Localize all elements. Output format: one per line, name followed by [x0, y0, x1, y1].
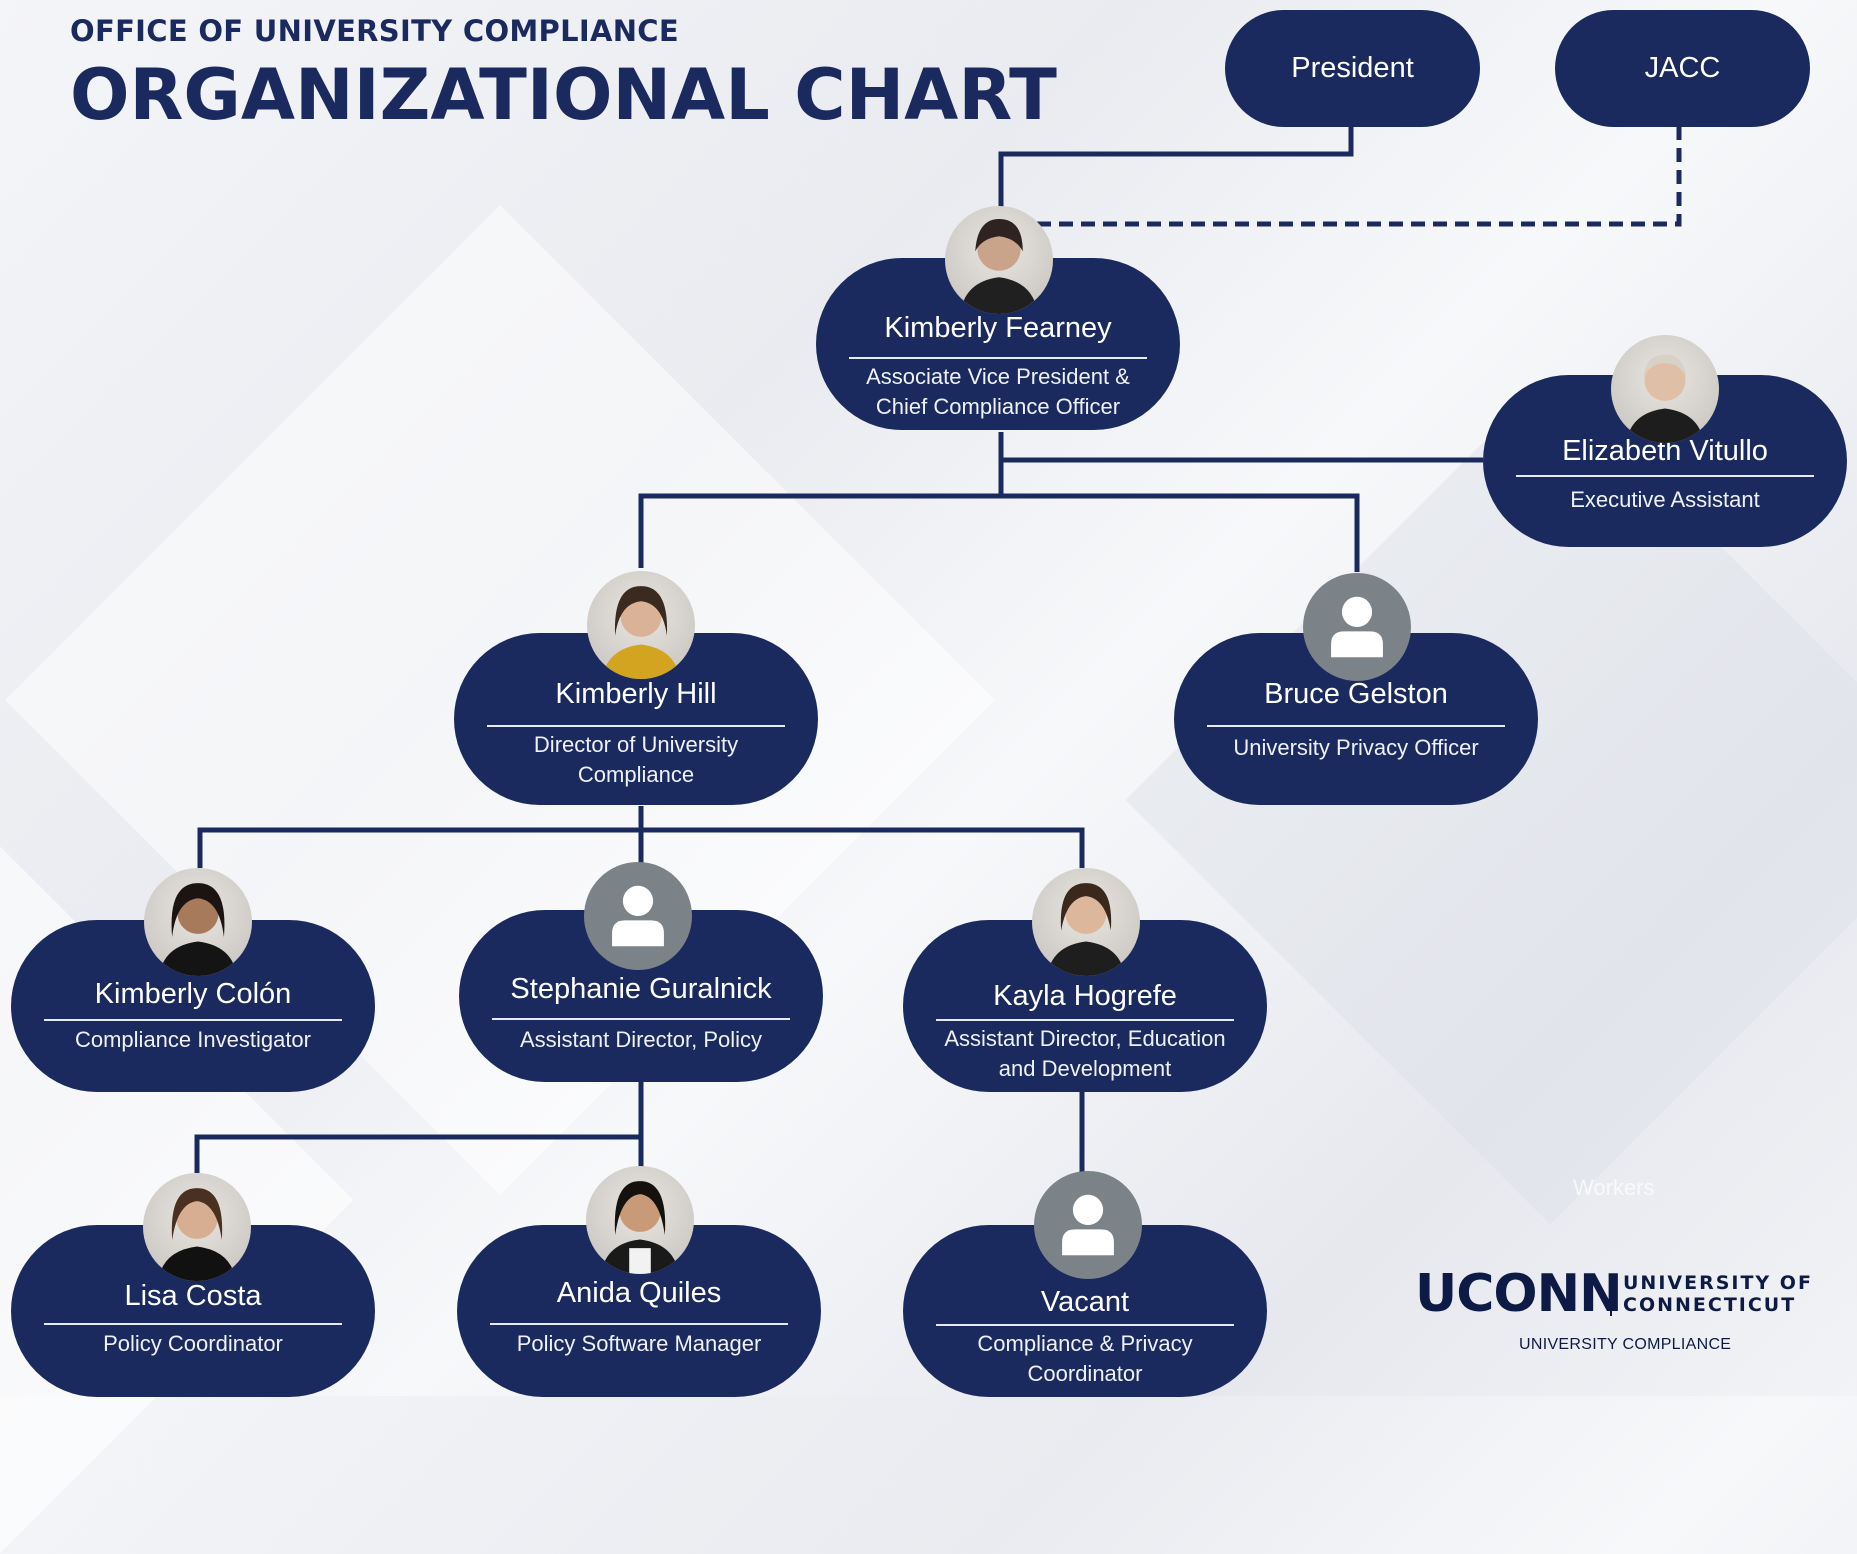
org-node-vitullo: Elizabeth Vitullo Executive Assistant — [1483, 375, 1847, 547]
person-role: Policy Coordinator — [103, 1331, 283, 1356]
avatar — [1032, 868, 1140, 976]
avatar — [587, 571, 695, 679]
person-role: Compliance Investigator — [74, 1027, 311, 1052]
name-divider — [490, 1323, 788, 1325]
avatar — [1303, 573, 1411, 681]
connector-fearney-vitullo — [998, 432, 1483, 463]
person-name: Kimberly Hill — [555, 678, 717, 710]
avatar — [584, 862, 692, 970]
person-name: Lisa Costa — [124, 1280, 262, 1312]
president-box: President — [1225, 10, 1480, 127]
avatar — [1611, 335, 1719, 443]
name-divider — [492, 1018, 790, 1020]
name-divider — [849, 357, 1147, 359]
person-placeholder-icon — [1062, 1194, 1114, 1256]
president-label: President — [1291, 52, 1414, 84]
name-divider — [487, 725, 785, 727]
org-node-fearney: Kimberly Fearney Associate Vice Presiden… — [816, 258, 1180, 430]
avatar — [1034, 1171, 1142, 1279]
connector-hill-reports — [197, 806, 1085, 868]
jacc-box: JACC — [1555, 10, 1810, 127]
person-role: Assistant Director, Policy — [519, 1027, 763, 1052]
person-name: Kayla Hogrefe — [993, 980, 1177, 1012]
person-role: Executive Assistant — [1570, 487, 1760, 512]
person-photo-icon — [1047, 883, 1125, 976]
person-name: Vacant — [1040, 1286, 1130, 1318]
person-role: Associate Vice President & Chief Complia… — [866, 364, 1130, 419]
logo-university-name: UNIVERSITY OF CONNECTICUT — [1623, 1272, 1813, 1316]
logo-subtitle: UNIVERSITY COMPLIANCE — [1519, 1336, 1732, 1353]
person-photo-icon — [159, 883, 237, 976]
person-role: Director of University Compliance — [533, 732, 739, 787]
page-title: ORGANIZATIONAL CHART — [70, 54, 1057, 136]
name-divider — [1516, 475, 1814, 477]
person-photo-icon — [158, 1188, 236, 1281]
person-name: Kimberly Fearney — [884, 312, 1112, 344]
name-divider — [936, 1019, 1234, 1021]
name-divider — [44, 1019, 342, 1021]
person-photo-icon — [1626, 354, 1704, 443]
person-placeholder-icon — [612, 885, 664, 947]
name-divider — [1207, 725, 1505, 727]
person-photo-icon — [602, 586, 680, 679]
watermark-text: Workers — [1573, 1175, 1655, 1200]
avatar — [945, 206, 1053, 314]
person-name: Bruce Gelston — [1264, 678, 1448, 710]
person-placeholder-icon — [1331, 596, 1383, 658]
person-photo-icon — [601, 1181, 679, 1274]
connector-fearney-reports — [638, 432, 1360, 572]
person-name: Stephanie Guralnick — [510, 973, 772, 1005]
person-role: Compliance & Privacy Coordinator — [977, 1331, 1193, 1386]
avatar — [586, 1166, 694, 1274]
person-name: Anida Quiles — [556, 1277, 722, 1309]
name-divider — [44, 1323, 342, 1325]
logo-divider — [1610, 1274, 1612, 1316]
avatar — [144, 868, 252, 976]
org-node-quiles: Anida Quiles Policy Software Manager — [457, 1225, 821, 1397]
person-role: Policy Software Manager — [516, 1331, 762, 1356]
connector-lines — [194, 126, 1682, 1173]
jacc-label: JACC — [1644, 52, 1721, 84]
person-role: University Privacy Officer — [1233, 735, 1479, 760]
person-role: Assistant Director, Education and Develo… — [944, 1026, 1226, 1081]
person-name: Kimberly Colón — [94, 978, 292, 1010]
connector-president-fearney — [998, 126, 1354, 215]
uconn-logo: UCONN UNIVERSITY OF CONNECTICUT UNIVERSI… — [1415, 1268, 1825, 1358]
name-divider — [936, 1324, 1234, 1326]
page-subtitle: OFFICE OF UNIVERSITY COMPLIANCE — [70, 14, 679, 48]
avatar — [143, 1173, 251, 1281]
connector-guralnick-reports — [194, 1082, 644, 1173]
connector-jacc-dotted — [1037, 126, 1682, 227]
logo-mark: UCONN — [1415, 1264, 1623, 1324]
person-photo-icon — [960, 218, 1038, 314]
